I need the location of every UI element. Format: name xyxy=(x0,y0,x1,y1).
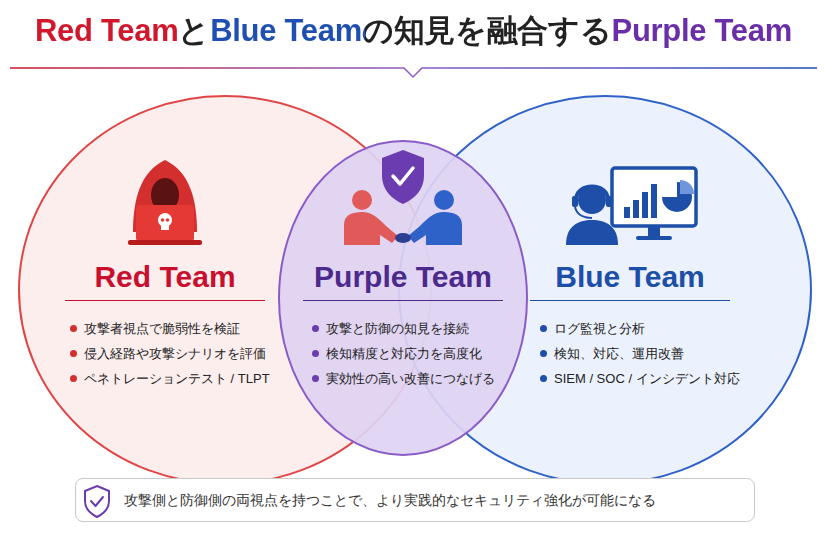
caption-text: 攻撃側と防御側の両視点を持つことで、より実践的なセキュリティ強化が可能になる xyxy=(124,490,744,510)
team-heading: Blue Team xyxy=(530,260,730,301)
hacker-icon xyxy=(128,160,202,245)
bullet-item: 検知精度と対応力を高度化 xyxy=(312,345,517,363)
bullet-item: 攻撃と防御の知見を接続 xyxy=(312,320,517,338)
handshake-icon xyxy=(344,150,462,245)
circle-shape xyxy=(399,96,811,484)
bullet-item: 侵入経路や攻撃シナリオを評価 xyxy=(70,345,300,363)
team-heading: Purple Team xyxy=(303,260,503,301)
shield-icon xyxy=(85,486,109,517)
operator-icon xyxy=(566,168,696,245)
circle-outline xyxy=(278,140,528,456)
title-text: Red TeamとBlue Teamの知見を融合するPurple Team xyxy=(35,10,792,52)
bullet-item: ペネトレーションテスト / TLPT xyxy=(70,370,300,388)
bullet-item: SIEM / SOC / インシデント対応 xyxy=(540,370,770,388)
team-heading: Red Team xyxy=(65,260,265,301)
bullet-item: 実効性の高い改善につなげる xyxy=(312,370,517,388)
bullet-item: 攻撃者視点で脆弱性を検証 xyxy=(70,320,300,338)
bullet-item: 検知、対応、運用改善 xyxy=(540,345,770,363)
purple-team-circle: Purple Team 攻撃と防御の知見を接続検知精度と対応力を高度化実効性の高い… xyxy=(278,140,528,456)
check-mark xyxy=(91,497,103,506)
bullet-item: ログ監視と分析 xyxy=(540,320,770,338)
caption-box: 攻撃側と防御側の両視点を持つことで、より実践的なセキュリティ強化が可能になる xyxy=(75,478,755,522)
title-bar: Red TeamとBlue Teamの知見を融合するPurple Team xyxy=(0,10,827,52)
circle-shape xyxy=(279,141,527,455)
